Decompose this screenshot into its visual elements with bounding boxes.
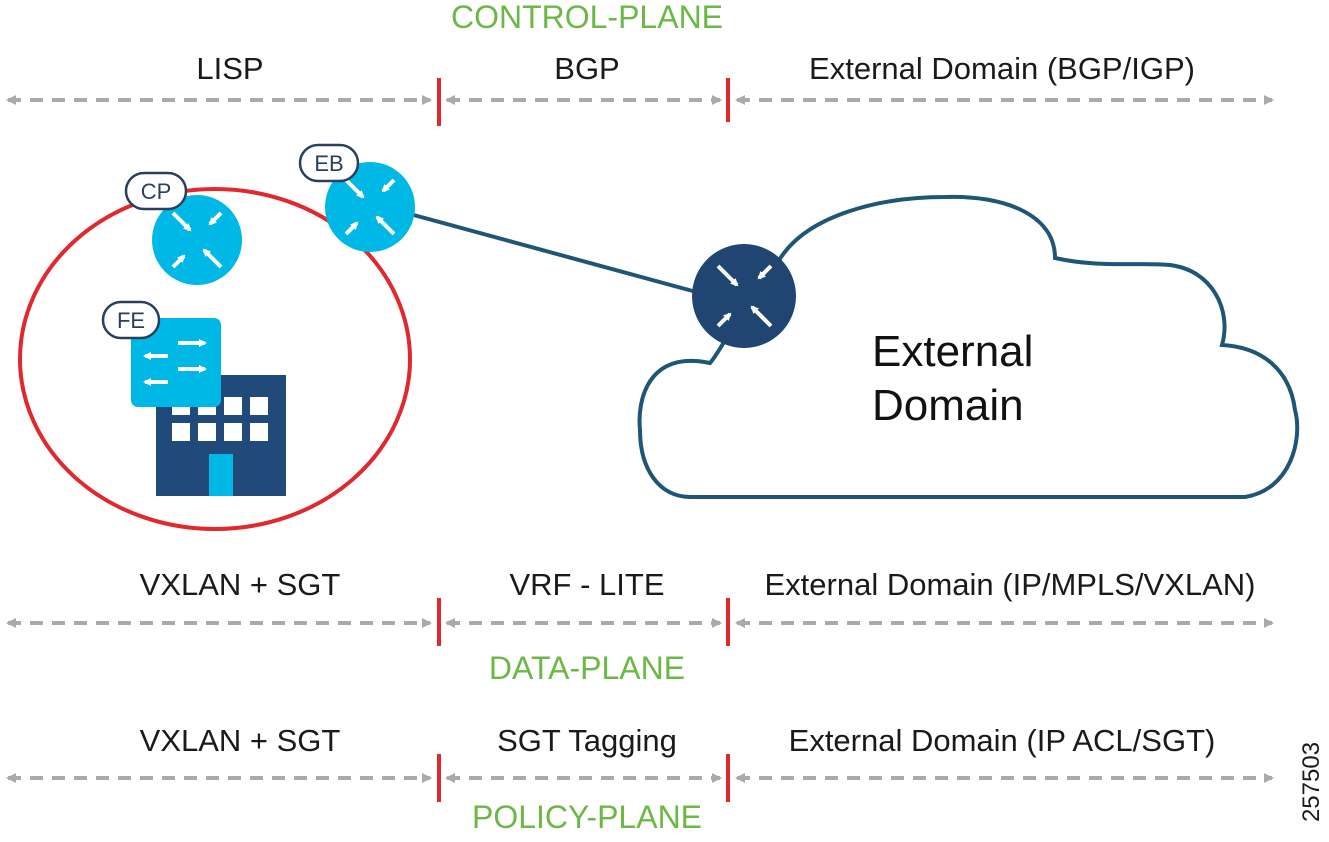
fabric-site-circle: [18, 187, 412, 531]
fe-badge: FE: [101, 300, 161, 340]
policy-external-label: External Domain (IP ACL/SGT): [789, 723, 1216, 758]
cp-router-icon: [152, 195, 242, 285]
eb-label: EB: [314, 151, 343, 176]
external-router-icon: [692, 244, 796, 348]
fe-switch-icon: [131, 318, 221, 407]
figure-id: 257503: [1298, 742, 1325, 822]
cp-label: CP: [141, 179, 172, 204]
fe-label: FE: [117, 308, 145, 333]
policy-sgt-tagging-label: SGT Tagging: [497, 723, 677, 758]
data-plane-arrows: [6, 598, 1274, 646]
cp-badge: CP: [124, 171, 188, 211]
external-domain-cloud-icon: [637, 194, 1300, 499]
policy-vxlan-label: VXLAN + SGT: [140, 723, 341, 758]
control-bgp-label: BGP: [554, 51, 619, 86]
data-external-label: External Domain (IP/MPLS/VXLAN): [764, 567, 1255, 602]
control-lisp-label: LISP: [196, 51, 263, 86]
data-vrf-label: VRF - LITE: [509, 567, 664, 602]
cloud-label-line2: Domain: [872, 381, 1024, 430]
eb-router-icon: [325, 162, 415, 252]
control-plane-arrows: [6, 78, 1274, 126]
policy-plane-arrows: [6, 754, 1274, 802]
eb-badge: EB: [298, 143, 360, 183]
cloud-label-line1: External: [872, 327, 1033, 376]
data-vxlan-label: VXLAN + SGT: [140, 567, 341, 602]
control-plane-label: CONTROL-PLANE: [451, 0, 723, 35]
data-plane-label: DATA-PLANE: [489, 650, 685, 686]
policy-plane-label: POLICY-PLANE: [472, 799, 702, 835]
control-external-label: External Domain (BGP/IGP): [809, 51, 1195, 86]
eb-to-external-link: [409, 212, 701, 295]
